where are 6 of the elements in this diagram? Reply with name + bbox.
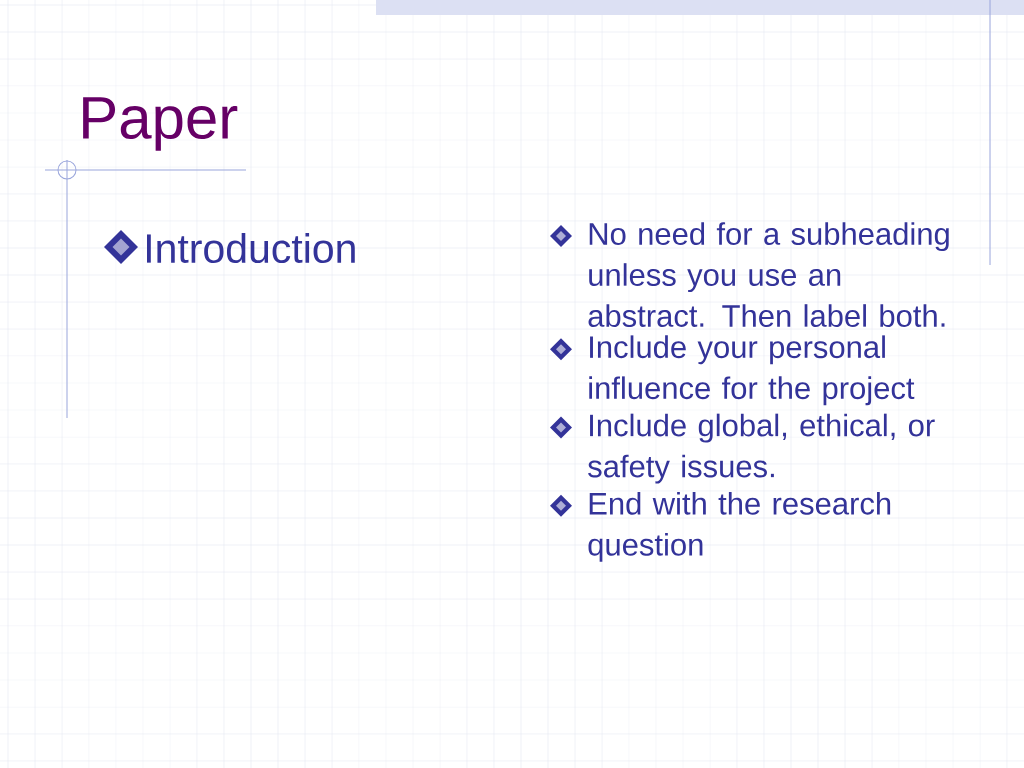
bullet-text: Introduction xyxy=(147,232,355,264)
slide-title: Paper xyxy=(83,97,238,151)
bullet-text: End with the research question xyxy=(588,491,891,562)
bullet-text: Include your personal influence for the project xyxy=(589,335,915,406)
bullet-text: No need for a subheading unless you use an abstract. Then label both. xyxy=(588,222,949,327)
bullet-text: Include global, ethical, or safety issues. xyxy=(588,413,935,484)
